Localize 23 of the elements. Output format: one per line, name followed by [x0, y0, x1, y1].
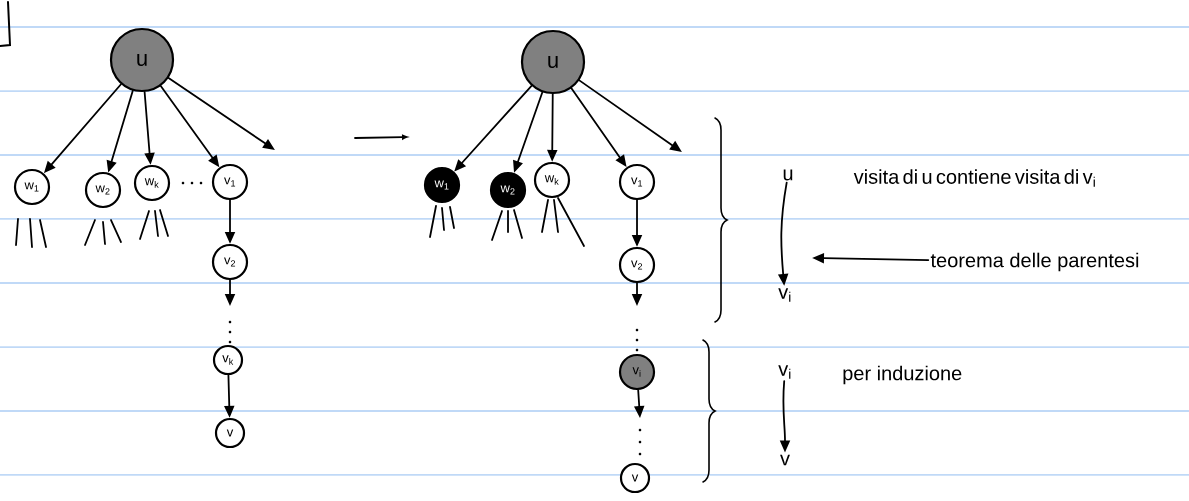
graph-node: w$_{1}$ — [423, 166, 461, 204]
graph-node: v — [619, 462, 651, 494]
graph-node: u — [520, 29, 586, 95]
graph-node: w$_{1}$ — [13, 168, 51, 206]
note-text: teorema delle parentesi — [930, 252, 1139, 272]
graph-node: v$_{1}$ — [211, 163, 249, 201]
graph-node: v$_{k}$ — [212, 344, 244, 376]
graph-node: w$_{2}$ — [489, 171, 527, 209]
node-label: v — [631, 474, 639, 482]
graph-node: w$_{k}$ — [133, 164, 171, 202]
graph-node: w$_{2}$ — [84, 171, 122, 209]
graph-node: v$_{2}$ — [211, 243, 249, 281]
graph-node: v — [214, 417, 246, 449]
note-text: per induzione — [843, 365, 962, 385]
note-text: visita di u contiene visita di v$_{i}$ — [853, 169, 1095, 187]
graph-node: v$_{1}$ — [618, 163, 656, 201]
graph-node: u — [109, 27, 175, 93]
graph-node: v$_{2}$ — [618, 246, 656, 284]
graph-node: w$_{k}$ — [533, 161, 571, 199]
node-label: v$_{i}$ — [778, 365, 791, 379]
node-label: v — [780, 454, 790, 466]
node-label: u — [783, 169, 793, 181]
node-label: v$_{i}$ — [778, 288, 791, 302]
